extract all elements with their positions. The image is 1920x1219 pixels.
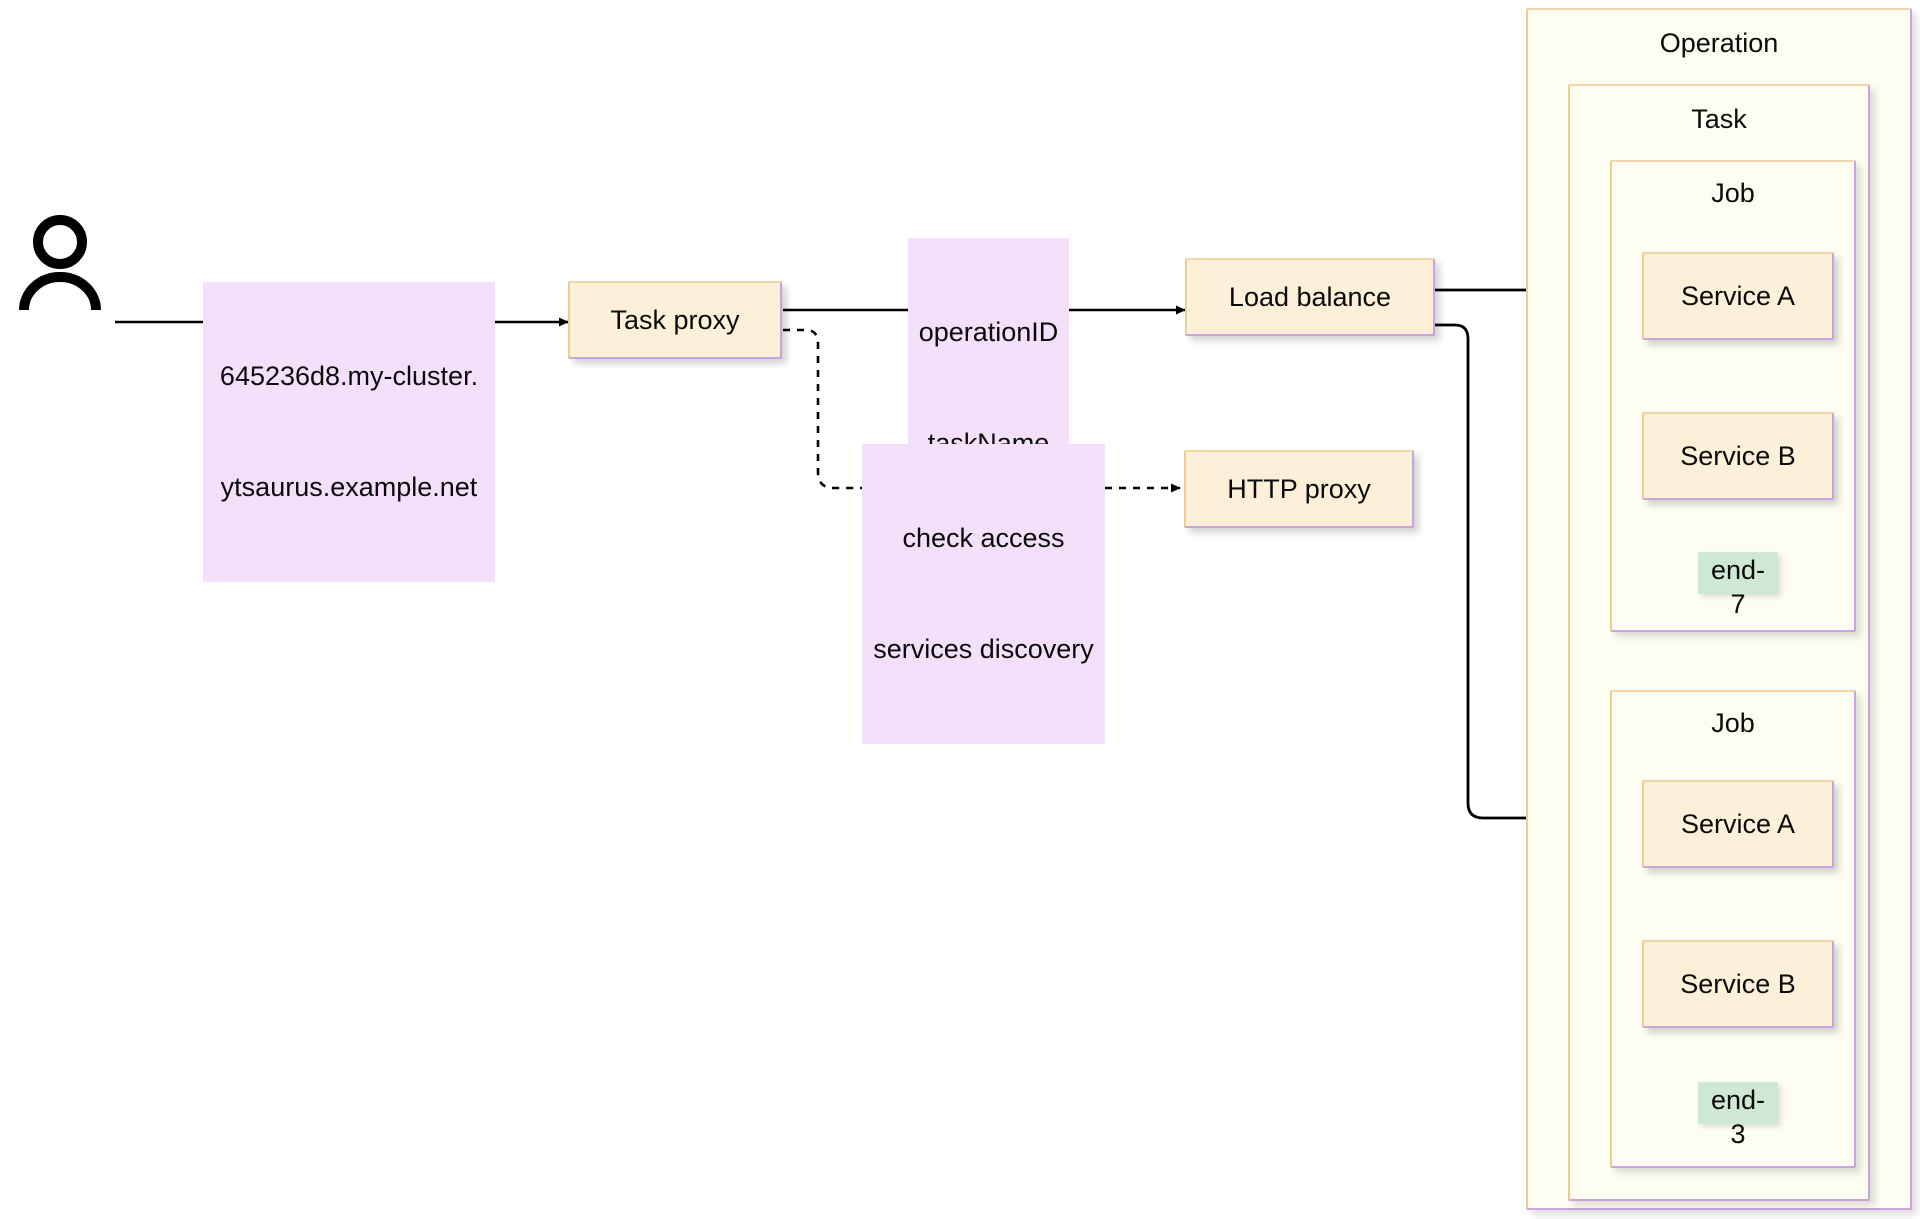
access-check-line-1: check access [902, 522, 1065, 553]
person-icon [19, 215, 101, 311]
edge-label-request-url: 645236d8.my-cluster. ytsaurus.example.ne… [203, 282, 495, 582]
node-task-proxy[interactable]: Task proxy [568, 281, 782, 359]
group-job-1: Job Service A Service B end-7 [1610, 160, 1856, 632]
routing-params-line-1: operationID [918, 316, 1059, 347]
access-check-line-2: services discovery [873, 634, 1094, 665]
group-job-2: Job Service A Service B end-3 [1610, 690, 1856, 1168]
node-load-balance[interactable]: Load balance [1185, 258, 1435, 336]
node-job-2-service-b[interactable]: Service B [1642, 940, 1834, 1028]
badge-job-2-endpoint: end-3 [1698, 1082, 1778, 1149]
group-job-2-title: Job [1711, 708, 1755, 738]
group-job-1-title: Job [1711, 178, 1755, 208]
group-task-title: Task [1691, 104, 1747, 134]
edge-label-access-check: check access services discovery [862, 444, 1105, 744]
request-url-line-2: ytsaurus.example.net [220, 472, 478, 503]
node-http-proxy[interactable]: HTTP proxy [1184, 450, 1414, 528]
node-job-1-service-b[interactable]: Service B [1642, 412, 1834, 500]
edge-task-proxy-to-access-check [783, 328, 862, 490]
group-operation-title: Operation [1659, 28, 1779, 58]
request-url-line-1: 645236d8.my-cluster. [219, 360, 479, 391]
node-job-1-service-a[interactable]: Service A [1642, 252, 1834, 340]
badge-job-1-endpoint: end-7 [1698, 552, 1778, 619]
node-job-2-service-a[interactable]: Service A [1642, 780, 1834, 868]
